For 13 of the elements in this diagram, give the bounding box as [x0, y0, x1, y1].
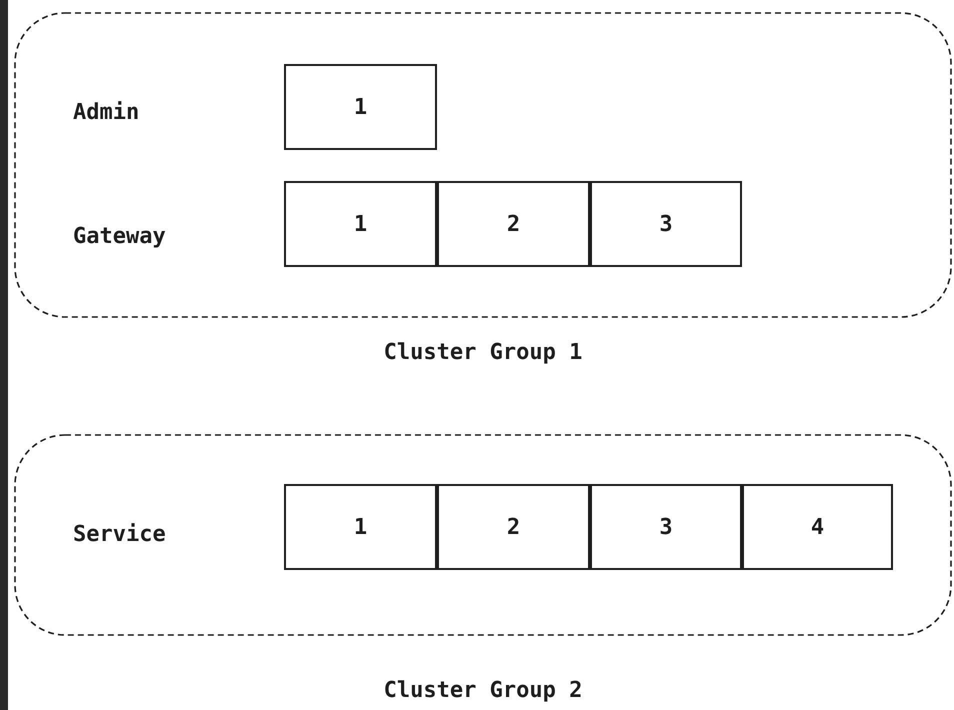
number-box: 2 [437, 484, 590, 570]
number-box: 3 [590, 484, 742, 570]
row-label: Service [73, 522, 166, 547]
number-box: 1 [284, 64, 437, 150]
row-label: Admin [73, 100, 140, 125]
group-title: Cluster Group 2 [384, 678, 582, 703]
number-box: 1 [284, 181, 437, 267]
number-box: 4 [742, 484, 893, 570]
number-box: 1 [284, 484, 437, 570]
number-box: 2 [437, 181, 590, 267]
group-title: Cluster Group 1 [384, 340, 582, 365]
row-label: Gateway [73, 224, 166, 249]
number-box: 3 [590, 181, 742, 267]
